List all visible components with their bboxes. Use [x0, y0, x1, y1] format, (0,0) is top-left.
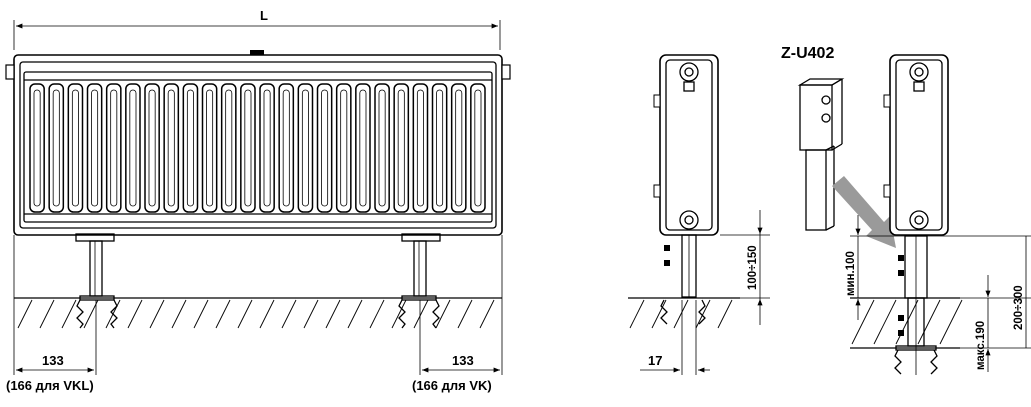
offset-left-value: 133 — [42, 353, 64, 368]
floor-hatch — [629, 299, 645, 329]
fin — [335, 83, 352, 213]
offset-right-note: (166 для VK) — [412, 378, 492, 393]
fin — [29, 83, 45, 213]
adjustable-height-range: 200÷300 — [1013, 285, 1025, 330]
floor-hatch — [127, 299, 143, 329]
floor-hatch — [479, 299, 495, 329]
fin — [220, 83, 237, 213]
floor-hatch — [39, 299, 55, 329]
fixed-height-range: 100÷150 — [747, 245, 759, 290]
floor-hatch — [391, 299, 407, 329]
floor-hatch — [851, 299, 875, 345]
floor-hatch — [259, 299, 275, 329]
fin — [431, 83, 448, 213]
length-dimension: L — [13, 8, 501, 50]
fin — [86, 83, 103, 213]
fin — [105, 83, 122, 213]
floor-hatch — [193, 299, 209, 329]
floor-hatch — [17, 299, 33, 329]
fin — [374, 83, 390, 213]
floor-hatch — [215, 299, 231, 329]
floor-hatch — [457, 299, 473, 329]
floor-hatch — [369, 299, 385, 329]
floor-hatch — [149, 299, 165, 329]
fin — [316, 83, 333, 213]
offset-left-dimension: 133 (166 для VKL) — [6, 235, 97, 393]
floor-hatch — [435, 299, 451, 329]
z-u402-bracket: Z-U402 — [781, 45, 896, 248]
radiator-panel — [5, 50, 511, 236]
floor-hatch — [717, 299, 733, 329]
fin — [240, 83, 256, 213]
post-offset-value: 17 — [648, 353, 662, 368]
floor-hatch — [673, 299, 689, 329]
floor-hatch — [347, 299, 363, 329]
floor-hatch — [281, 299, 297, 329]
fin — [201, 83, 218, 213]
floor-hatch — [873, 299, 897, 345]
floor-hatch — [237, 299, 253, 329]
max-height-label: макс.190 — [975, 321, 987, 370]
floor-hatch — [939, 299, 963, 345]
side-view-fixed: 100÷150 17 — [628, 54, 770, 375]
fin — [470, 83, 486, 213]
fin — [144, 83, 160, 213]
fin — [450, 83, 467, 213]
convector-fins — [29, 83, 486, 213]
fin — [412, 83, 429, 213]
fin — [393, 83, 410, 213]
right-floor-support — [398, 233, 441, 329]
fin — [48, 83, 65, 213]
fin — [182, 83, 199, 213]
min-height-label: мин.100 — [845, 251, 857, 296]
part-code-label: Z-U402 — [781, 45, 834, 62]
floor-hatch — [325, 299, 341, 329]
fin — [355, 83, 371, 213]
side-view-adjustable: мин.100 макс.190 200÷300 — [845, 54, 1031, 375]
insert-arrow-icon — [832, 176, 896, 248]
floor-hatch — [61, 299, 77, 329]
floor-hatch — [895, 299, 919, 345]
offset-left-note: (166 для VKL) — [6, 378, 94, 393]
floor-hatch — [105, 299, 121, 329]
offset-right-dimension: 133 (166 для VK) — [412, 235, 503, 393]
floor-hatch — [917, 299, 941, 345]
floor-hatch — [651, 299, 667, 329]
floor-hatch — [695, 299, 711, 329]
front-view: L — [5, 8, 511, 393]
fin — [125, 83, 141, 213]
offset-right-value: 133 — [452, 353, 474, 368]
fin — [259, 83, 275, 213]
length-label: L — [260, 8, 268, 23]
floor-hatch — [413, 299, 429, 329]
floor-hatch — [171, 299, 187, 329]
fin — [67, 83, 84, 213]
floor-hatch — [303, 299, 319, 329]
fin — [278, 83, 295, 213]
fin — [297, 83, 314, 213]
fin — [163, 83, 180, 213]
left-floor-support — [75, 233, 118, 329]
floor-line-front — [14, 297, 502, 329]
